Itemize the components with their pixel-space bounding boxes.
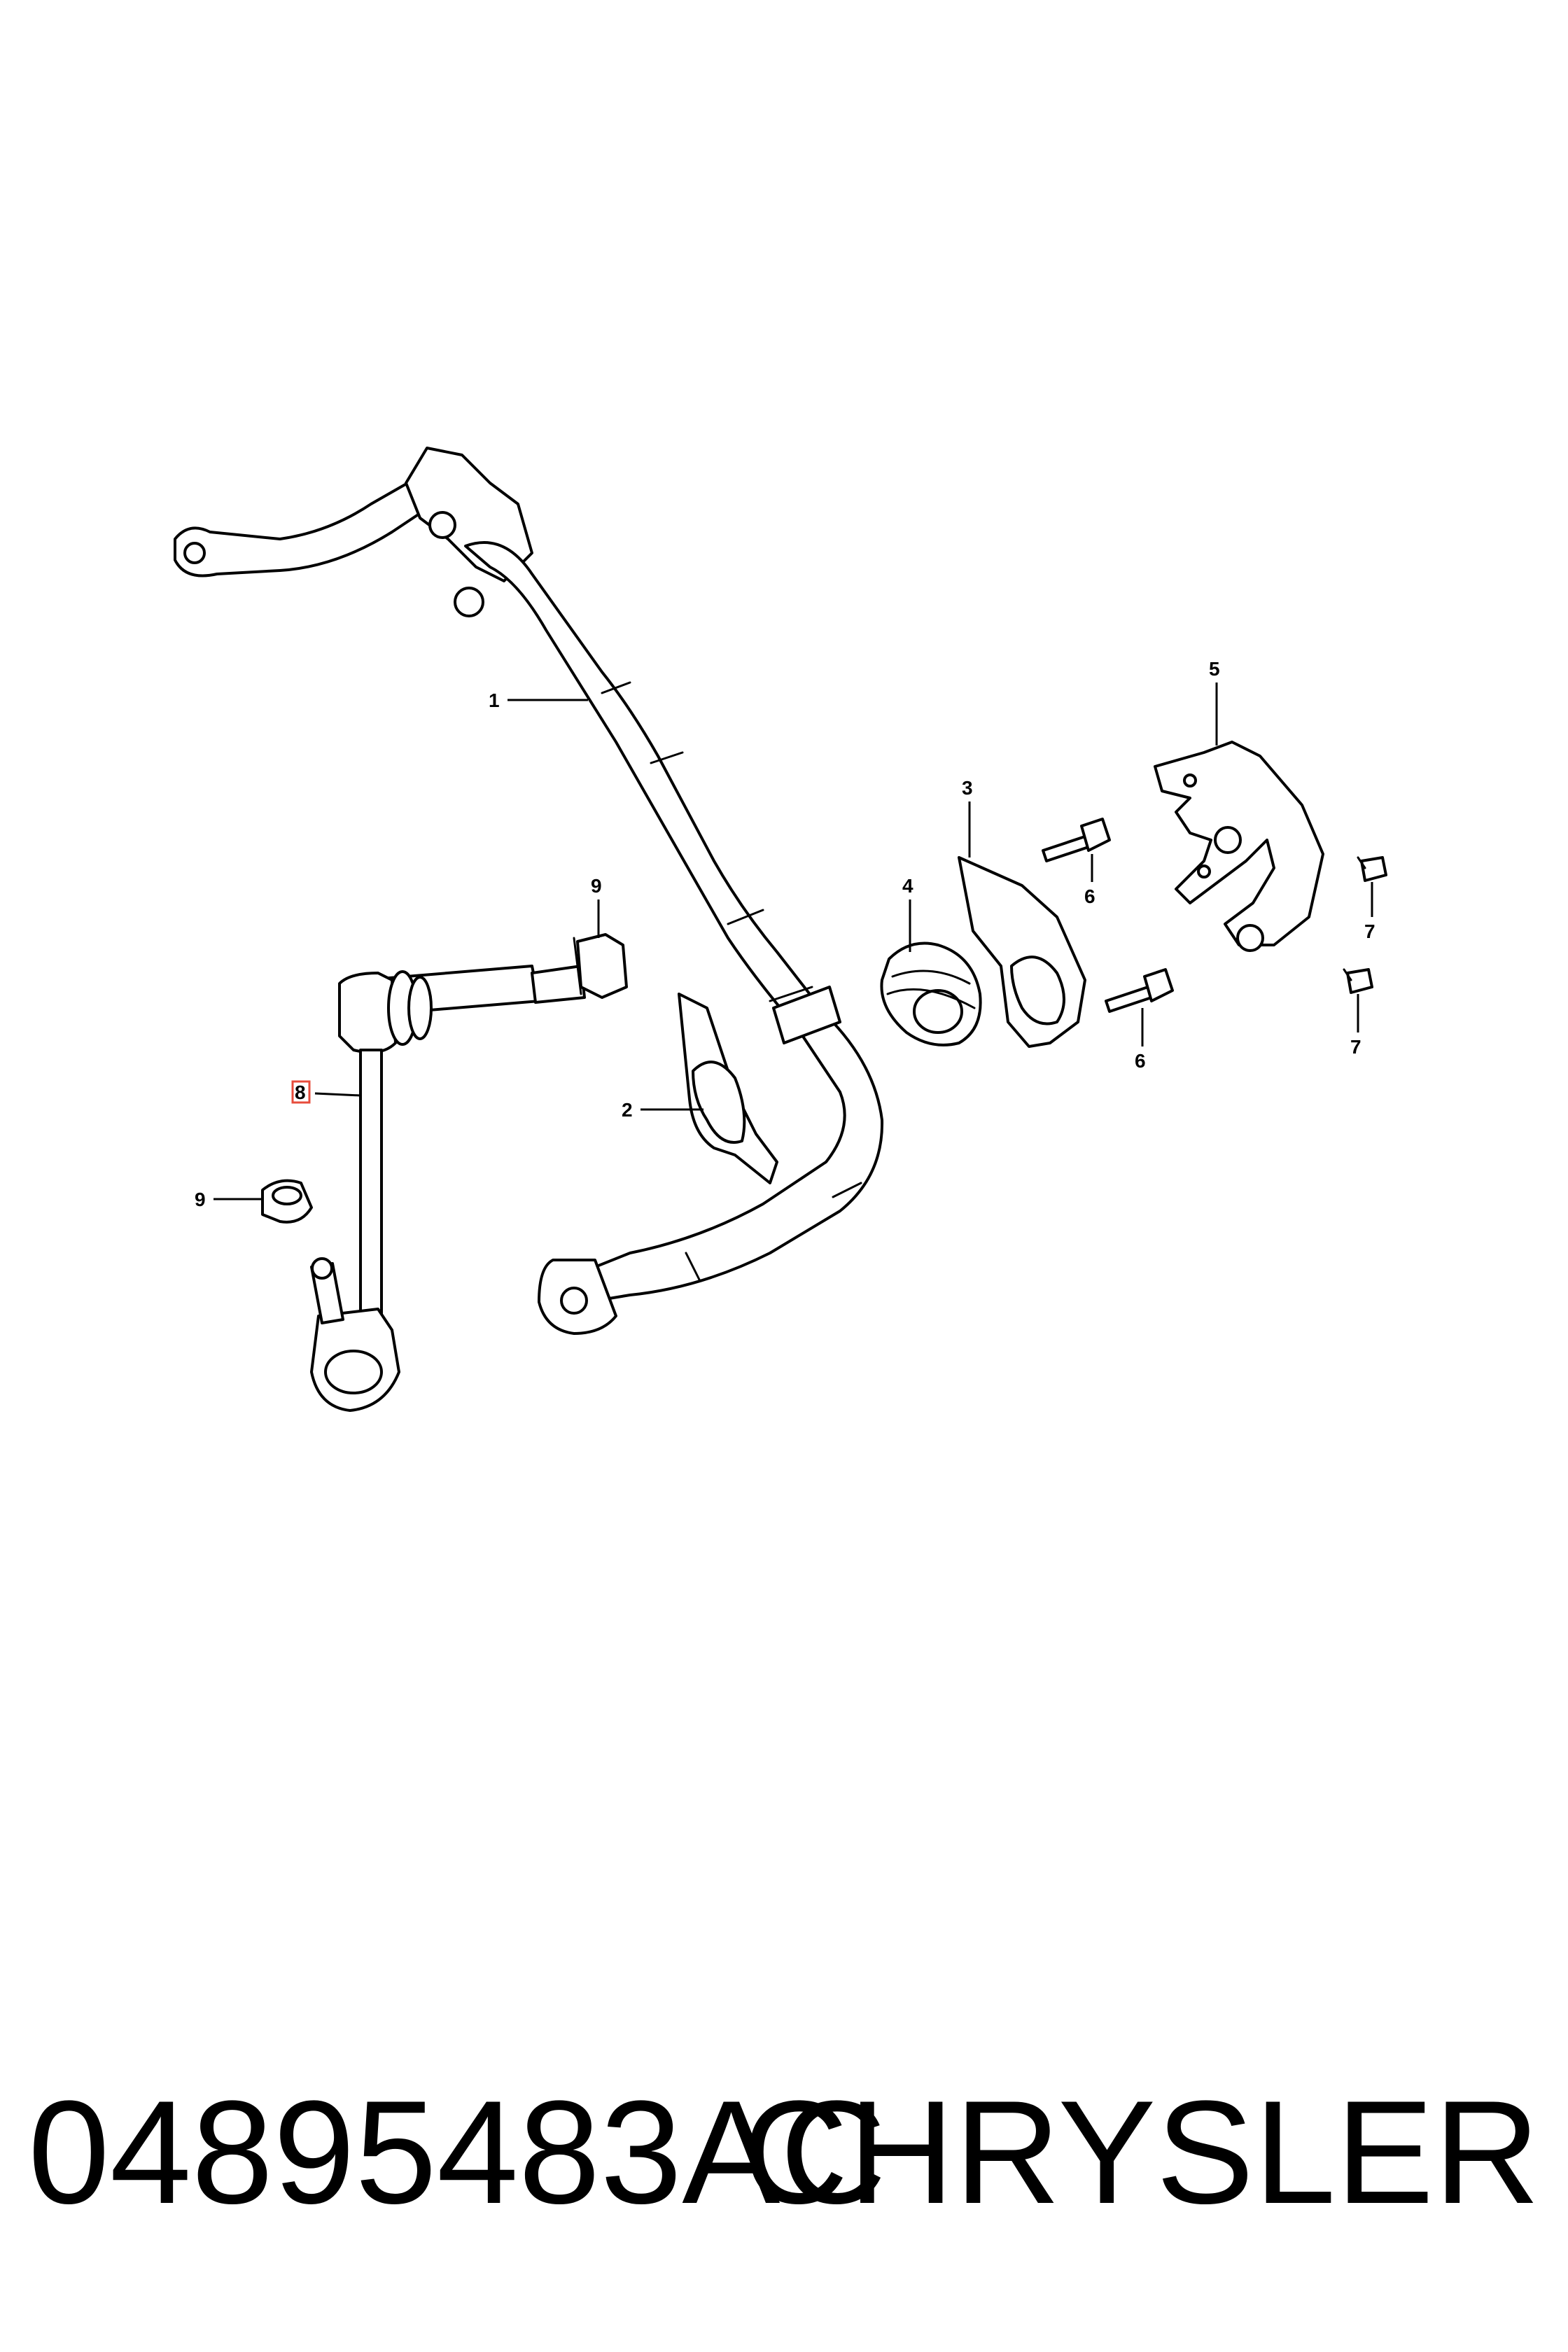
stabilizer-link bbox=[310, 965, 586, 1412]
leader-8 bbox=[314, 1092, 361, 1097]
left-bracket bbox=[678, 993, 778, 1184]
stabilizer-bar bbox=[174, 447, 884, 1335]
callout-9a: 9 bbox=[591, 875, 602, 897]
callout-7b: 7 bbox=[1350, 1036, 1362, 1058]
mounting-bracket bbox=[1154, 741, 1324, 952]
bolt-upper bbox=[1042, 818, 1111, 862]
callout-2: 2 bbox=[622, 1099, 633, 1121]
callout-9b: 9 bbox=[195, 1189, 206, 1210]
callout-7a: 7 bbox=[1364, 920, 1376, 942]
nut-lower bbox=[261, 1179, 313, 1224]
callout-3: 3 bbox=[962, 777, 973, 799]
callout-6a: 6 bbox=[1084, 886, 1096, 907]
brand-name: CHRYSLER bbox=[742, 2070, 1540, 2234]
footer: 04895483AC CHRYSLER bbox=[28, 2065, 1540, 2240]
screw-lower bbox=[1343, 968, 1373, 994]
callout-4: 4 bbox=[902, 875, 913, 897]
callout-8: 8 bbox=[295, 1082, 306, 1103]
right-bracket bbox=[958, 856, 1086, 1048]
nut-upper bbox=[573, 933, 628, 999]
callout-6b: 6 bbox=[1135, 1050, 1146, 1072]
bolt-lower bbox=[1105, 968, 1174, 1013]
callout-1: 1 bbox=[489, 690, 500, 711]
bushing bbox=[880, 941, 982, 1046]
screw-upper bbox=[1357, 856, 1387, 882]
part-number: 04895483AC bbox=[28, 2070, 887, 2234]
callout-5: 5 bbox=[1209, 658, 1220, 680]
callout-8-highlight bbox=[291, 1080, 311, 1104]
